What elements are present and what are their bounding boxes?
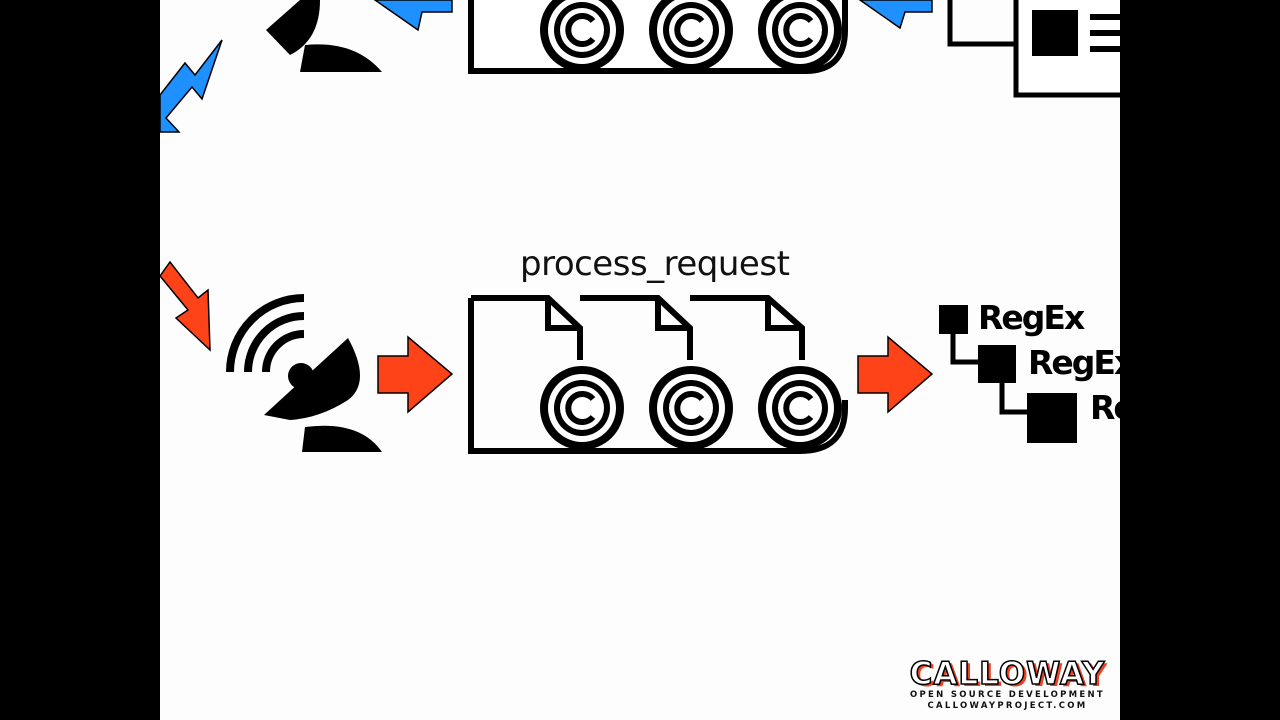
diagram-canvas [160, 0, 1120, 454]
brand-logo: CALLOWAY OPEN SOURCE DEVELOPMENT CALLOWA… [905, 656, 1110, 712]
regex-label: RegEx [1028, 343, 1120, 382]
arrow-red-to-process [377, 335, 454, 414]
regex-label: RegEx [978, 298, 1085, 337]
document-stack-icon-top [468, 0, 848, 72]
document-stack-icon [468, 295, 848, 454]
satellite-dish-icon [226, 294, 382, 452]
copyright-icon [540, 366, 624, 450]
template-icon-top [947, 0, 1120, 98]
copyright-icon [649, 366, 733, 450]
arrow-red-to-regex [857, 335, 934, 414]
satellite-dish-icon-top [266, 0, 382, 72]
brand-tagline: OPEN SOURCE DEVELOPMENT [909, 690, 1106, 700]
tree-hierarchy-icon [939, 305, 1077, 443]
brand-url: CALLOWAYPROJECT.COM [927, 701, 1088, 711]
arrow-blue-top-right [858, 0, 933, 30]
node-label-process-request: process_request [520, 244, 790, 284]
arrow-red-diagonal [160, 260, 211, 352]
arrow-blue-top-left [373, 0, 453, 32]
brand-name: CALLOWAY [909, 656, 1106, 692]
slide: process_request RegEx RegEx RegEx CALLOW… [160, 0, 1120, 720]
regex-label: RegEx [1090, 388, 1120, 427]
copyright-icon [758, 366, 842, 450]
arrow-blue-diagonal [160, 39, 223, 133]
